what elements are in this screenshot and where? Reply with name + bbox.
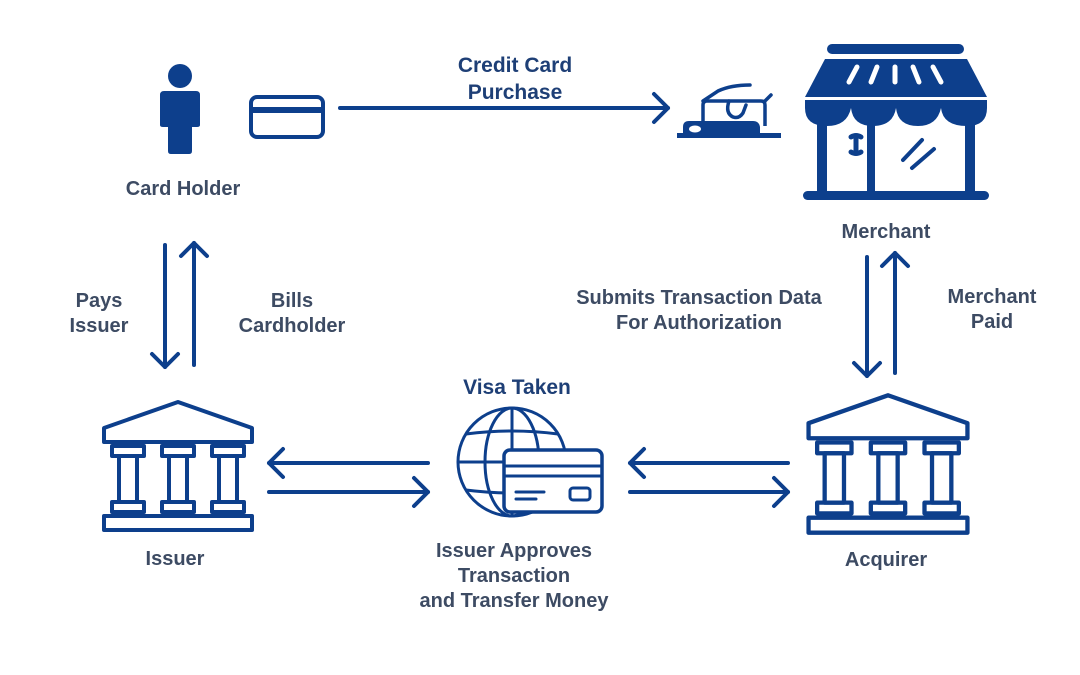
merchant-paid-label: Merchant Paid: [922, 285, 1062, 335]
merchant-paid-label-line: Merchant: [947, 286, 1037, 308]
arrow-acquirer-to-network: [628, 447, 790, 479]
network-title: Visa Taken: [463, 376, 571, 399]
bills-cardholder-label: Bills Cardholder: [222, 289, 362, 339]
arrow-network-to-acquirer: [628, 476, 790, 508]
card-terminal-icon: [677, 83, 781, 138]
arrow-network-to-issuer: [267, 447, 430, 479]
bank-icon: [806, 393, 970, 535]
bills-cardholder-label-line: Bills: [270, 290, 314, 312]
pays-issuer-label-line: Pays: [75, 290, 123, 312]
globe-card-icon: [456, 406, 604, 518]
arrow-submits-data: [852, 255, 882, 378]
pays-issuer-label: Pays Issuer: [40, 289, 158, 339]
purchase-label-line: Credit Card: [457, 54, 573, 77]
network-caption-line: Issuer Approves: [436, 540, 592, 562]
arrow-bills-cardholder: [179, 241, 209, 367]
purchase-label-line: Purchase: [467, 81, 563, 104]
submits-data-label-line: Submits Transaction Data: [576, 287, 822, 309]
person-icon: [160, 64, 200, 154]
arrow-pays-issuer: [150, 243, 180, 369]
pays-issuer-label-line: Issuer: [69, 315, 129, 337]
network-caption-line: and Transfer Money: [419, 590, 609, 612]
network-caption: Issuer Approves Transaction and Transfer…: [394, 539, 634, 614]
arrow-purchase: [338, 92, 670, 124]
storefront-icon: [803, 44, 989, 200]
credit-card-icon: [249, 95, 325, 139]
arrow-merchant-paid: [880, 251, 910, 375]
card-holder-label: Card Holder: [125, 178, 241, 200]
merchant-paid-label-line: Paid: [970, 311, 1014, 333]
bank-icon: [102, 400, 254, 532]
acquirer-label: Acquirer: [844, 549, 928, 571]
bills-cardholder-label-line: Cardholder: [238, 315, 346, 337]
submits-data-label: Submits Transaction Data For Authorizati…: [552, 286, 846, 336]
merchant-label: Merchant: [841, 221, 931, 243]
purchase-edge-label: Credit Card Purchase: [390, 52, 640, 106]
issuer-label: Issuer: [145, 548, 205, 570]
arrow-issuer-to-network: [267, 476, 430, 508]
submits-data-label-line: For Authorization: [616, 312, 782, 334]
network-caption-line: Transaction: [457, 565, 571, 587]
